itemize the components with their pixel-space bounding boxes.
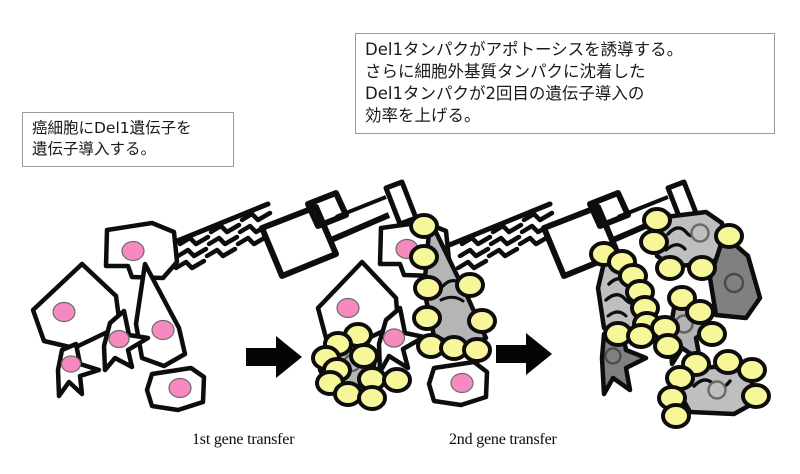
del1-protein-icon bbox=[349, 343, 379, 369]
nucleus-icon bbox=[382, 328, 406, 348]
syringe-1 bbox=[150, 182, 416, 276]
del1-protein-icon bbox=[639, 229, 669, 255]
nucleus-icon bbox=[52, 301, 76, 323]
del1-protein-icon bbox=[714, 223, 744, 249]
del1-protein-icon bbox=[467, 308, 497, 334]
del1-protein-icon bbox=[685, 299, 715, 325]
del1-protein-icon bbox=[687, 255, 717, 281]
del1-protein-icon bbox=[412, 305, 442, 331]
nucleus-icon bbox=[723, 272, 745, 294]
del1-protein-icon bbox=[333, 381, 363, 407]
nucleus-icon bbox=[108, 329, 130, 349]
del1-protein-group bbox=[311, 213, 497, 411]
nucleus-icon bbox=[604, 347, 622, 365]
nucleus-icon bbox=[168, 377, 192, 399]
nucleus-icon bbox=[336, 297, 360, 319]
del1-protein-icon bbox=[741, 383, 771, 409]
callout-left-text: 癌細胞にDel1遺伝子を 遺伝子導入する。 bbox=[22, 112, 234, 167]
del1-protein-icon bbox=[697, 321, 727, 347]
right-arrow-icon bbox=[496, 333, 552, 375]
del1-protein-icon bbox=[455, 272, 485, 298]
del1-protein-group bbox=[589, 207, 771, 429]
nucleus-icon bbox=[450, 372, 474, 394]
del1-protein-icon bbox=[661, 403, 691, 429]
panel-1-cells bbox=[30, 182, 416, 413]
del1-protein-icon bbox=[382, 367, 412, 393]
callout-right-text: Del1タンパクがアポトーシスを誘導する。 さらに細胞外基質タンパクに沈着した … bbox=[355, 33, 775, 135]
del1-protein-icon bbox=[413, 275, 443, 301]
del1-protein-icon bbox=[409, 244, 439, 270]
del1-protein-icon bbox=[409, 213, 439, 239]
nucleus-icon bbox=[151, 319, 175, 341]
nucleus-icon bbox=[121, 240, 145, 262]
panel-label-second-transfer: 2nd gene transfer bbox=[449, 431, 557, 448]
cell-diagram bbox=[30, 178, 771, 429]
panel-3-cells bbox=[589, 207, 771, 429]
del1-protein-icon bbox=[667, 285, 697, 311]
panel-label-first-transfer: 1st gene transfer bbox=[192, 431, 295, 448]
nucleus-icon bbox=[707, 380, 727, 400]
right-arrow-icon bbox=[246, 336, 302, 378]
del1-protein-icon bbox=[653, 333, 683, 359]
panel-2-cells bbox=[311, 182, 698, 411]
del1-protein-icon bbox=[737, 357, 767, 383]
nucleus-icon bbox=[690, 223, 710, 243]
cell-shape bbox=[133, 261, 188, 369]
nucleus-icon bbox=[60, 355, 82, 373]
del1-protein-icon bbox=[357, 385, 387, 411]
del1-protein-icon bbox=[655, 255, 685, 281]
del1-protein-icon bbox=[462, 337, 492, 363]
del1-protein-icon bbox=[642, 207, 672, 233]
